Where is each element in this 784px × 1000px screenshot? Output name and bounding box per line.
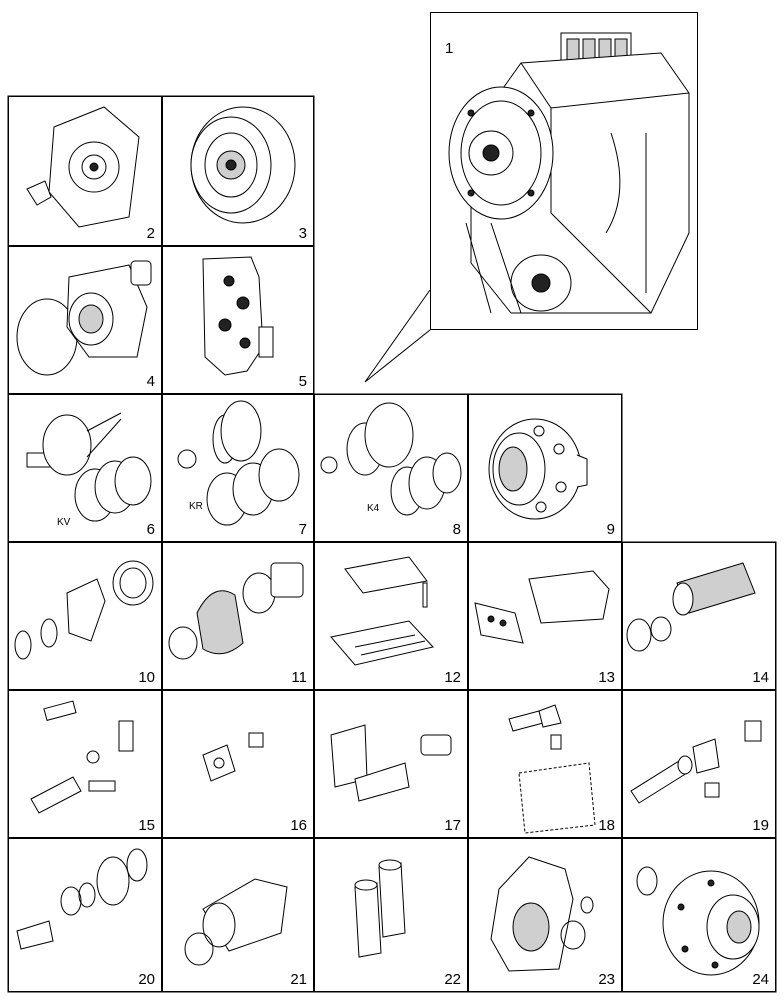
- part-number: 7: [298, 521, 307, 538]
- part-number: 10: [138, 669, 155, 686]
- clutch-k4-icon: [315, 395, 469, 543]
- filter-elements-icon: [315, 839, 469, 993]
- part-number: 18: [598, 817, 615, 834]
- differential-housing-icon: [469, 395, 623, 543]
- part-cell-21[interactable]: 21: [162, 838, 314, 992]
- part-cell-13[interactable]: 13: [468, 542, 622, 690]
- clutch-shaft-kv-icon: [9, 395, 163, 543]
- part-cell-10[interactable]: 10: [8, 542, 162, 690]
- pump-cover-icon: [9, 97, 163, 247]
- part-cell-18[interactable]: 18: [468, 690, 622, 838]
- part-number: 14: [752, 669, 769, 686]
- part-cell-7[interactable]: KR 7: [162, 394, 314, 542]
- part-number: 15: [138, 817, 155, 834]
- control-valve-plate-icon: [315, 543, 469, 691]
- part-cell-23[interactable]: 23: [468, 838, 622, 992]
- part-number: 9: [606, 521, 615, 538]
- clutch-kr-icon: [163, 395, 315, 543]
- flange-kit-icon: [9, 543, 163, 691]
- electronic-module-icon: [469, 543, 623, 691]
- gear-housing-icon: [469, 839, 623, 993]
- hose-fitting-icon: [469, 691, 623, 839]
- part-number: 6: [146, 521, 155, 538]
- part-cell-2[interactable]: 2: [8, 96, 162, 246]
- part-cell-17[interactable]: 17: [314, 690, 468, 838]
- cover-plate-icon: [163, 691, 315, 839]
- overview-frame: 1: [430, 12, 698, 330]
- part-number: 16: [290, 817, 307, 834]
- clutch-label: KV: [57, 517, 71, 528]
- part-number: 21: [290, 971, 307, 988]
- part-cell-20[interactable]: 20: [8, 838, 162, 992]
- part-cell-24[interactable]: 24: [622, 838, 776, 992]
- part-cell-6[interactable]: KV 6: [8, 394, 162, 542]
- part-cell-4[interactable]: 4: [8, 246, 162, 394]
- part-number: 8: [452, 521, 461, 538]
- part-cell-12[interactable]: 12: [314, 542, 468, 690]
- part-number: 22: [444, 971, 461, 988]
- part-number: 11: [291, 669, 307, 686]
- part-number: 20: [138, 971, 155, 988]
- pipe-tee-icon: [623, 691, 777, 839]
- shaft-gear-kit-icon: [9, 839, 163, 993]
- part-number: 5: [298, 373, 307, 390]
- part-number: 23: [598, 971, 615, 988]
- part-cell-9[interactable]: 9: [468, 394, 622, 542]
- part-number: 12: [444, 669, 461, 686]
- oil-filter-cartridge-icon: [623, 543, 777, 691]
- part-cell-5[interactable]: 5: [162, 246, 314, 394]
- part-cell-3[interactable]: 3: [162, 96, 314, 246]
- part-number: 19: [752, 817, 769, 834]
- clutch-label: K4: [367, 503, 380, 514]
- clutch-carrier-icon: [163, 839, 315, 993]
- part-cell-16[interactable]: 16: [162, 690, 314, 838]
- transmission-assembly-drawing: [431, 13, 699, 331]
- part-cell-15[interactable]: 15: [8, 690, 162, 838]
- part-number: 13: [598, 669, 615, 686]
- filter-housing-icon: [163, 543, 315, 691]
- housing-with-bearing-icon: [9, 247, 163, 395]
- overview-number: 1: [445, 40, 454, 57]
- part-number: 2: [146, 225, 155, 242]
- valve-plate-icon: [163, 247, 315, 395]
- part-number: 3: [298, 225, 307, 242]
- part-cell-14[interactable]: 14: [622, 542, 776, 690]
- part-number: 4: [146, 373, 155, 390]
- part-cell-8[interactable]: K4 8: [314, 394, 468, 542]
- solenoid-kit-icon: [315, 691, 469, 839]
- planetary-housing-icon: [623, 839, 777, 993]
- sensor-kit-icon: [9, 691, 163, 839]
- part-number: 24: [752, 971, 769, 988]
- part-cell-11[interactable]: 11: [162, 542, 314, 690]
- torque-converter-icon: [163, 97, 315, 247]
- clutch-label: KR: [189, 501, 203, 512]
- part-number: 17: [444, 817, 461, 834]
